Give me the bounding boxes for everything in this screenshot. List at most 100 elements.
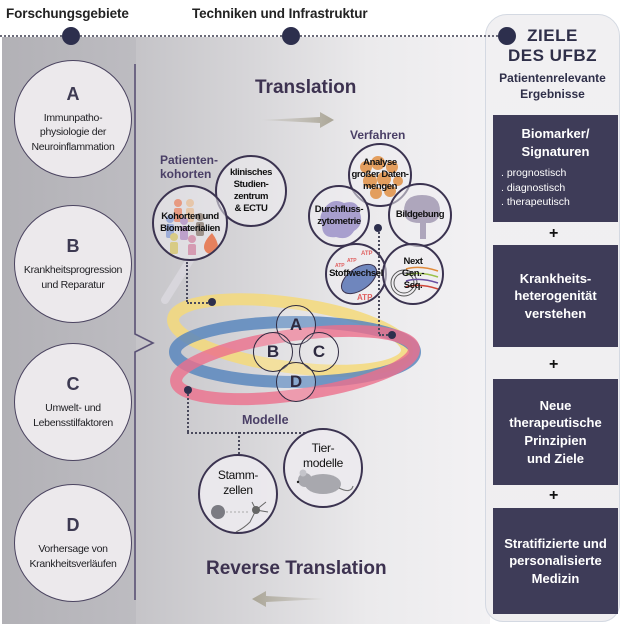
circle-label: Stamm- zellen [217,468,259,498]
goals-subtitle-line: Ergebnisse [520,86,585,101]
circle-label: klinisches Studien- zentrum & ECTU [230,167,272,215]
timeline-dot-research [62,27,80,45]
text-line: zytometrie [317,216,361,227]
dna-sequencing-icon [390,266,439,297]
text-line: mengen [362,180,398,192]
circle-label: Kohorten und Biomaterialien [160,211,220,235]
research-area-letter: D [66,515,80,536]
goal-box-title: Neue therapeutische Prinzipien und Ziele [509,397,601,467]
goal-title-line: Signaturen [521,143,590,159]
connector-dot [374,224,382,232]
research-areas-title: Forschungsgebiete [6,6,129,21]
text-line: zellen [223,483,253,497]
connector-cohorts [187,302,211,304]
timeline-line [0,35,510,37]
goal-box-title: Krankheits- heterogenität verstehen [514,270,596,323]
atp-label: ATP [335,263,345,269]
text-line: Stamm- [217,468,259,482]
circle-label: Bildgebung [395,209,445,221]
connector-cohorts [186,262,188,302]
connector-methods [379,334,391,336]
text-line: Gen.- [401,268,425,280]
reverse-translation-label: Reverse Translation [206,558,387,579]
magnifier-handle-icon [161,260,194,304]
goal-title-line: Prinzipien [524,433,587,448]
goal-list-item: . prognostisch [501,167,567,180]
goal-title-line: und Ziele [526,450,585,466]
goal-list-item: . diagnostisch [501,181,566,194]
research-area-letter: B [66,236,80,257]
metabolism-circle: ATP ATP ATP ATP Stoffwechsel [325,243,387,305]
cohorts-biomaterials-circle: Kohorten und Biomaterialien [152,185,228,261]
text-line: Krankheitsverläufen [29,557,117,570]
research-area-text: Vorhersage von Krankheitsverläufen [29,542,116,570]
animal-models-circle: Tier- modelle [283,428,363,508]
text-line: Vorhersage von [38,543,108,556]
text-line: klinisches [230,167,272,179]
mouse-icon [296,469,354,494]
flow-cytometry-circle: Durchfluss- zytometrie [308,185,370,247]
atp-label: ATP [361,251,373,257]
heading-line: Patienten- [160,153,219,167]
brain-icon [404,195,440,239]
text-line: Immunpatho- [43,112,103,125]
timeline-dot-goals [498,27,516,45]
research-area-text: Umwelt- und Lebensstilfaktoren [33,401,113,429]
connector-dot [208,298,216,306]
connector-models [238,432,240,454]
techniques-title: Techniken und Infrastruktur [192,6,368,21]
text-line: modelle [303,456,343,470]
research-area-b: B Krankheitsprogression und Reparatur [14,205,132,323]
plus-separator: + [549,356,559,373]
goal-title-line: Stratifizierte und [504,535,607,551]
research-area-d: D Vorhersage von Krankheitsverläufen [14,484,132,602]
text-line: physiologie der [39,126,107,139]
text-line: Seq. [403,279,423,291]
goal-title-line: therapeutische [509,415,602,431]
goals-title-line: ZIELE [527,26,578,45]
goals-title-line: DES UFBZ [508,45,597,65]
goal-list-item: . therapeutisch [501,196,570,209]
text-line: Durchfluss- [314,204,364,216]
data-cluster-icon [360,156,403,199]
research-area-letter: A [66,84,80,105]
text-line: Studien- [233,179,269,191]
text-line: & ECTU [234,202,268,214]
goal-title-line: personalisierte [509,553,602,569]
models-heading: Modelle [242,413,289,427]
text-line: großer Daten- [351,169,409,181]
text-line: Krankheitsprogression [23,264,123,277]
text-line: Kohorten und [161,211,219,223]
text-line: und Reparatur [41,278,105,291]
goals-subtitle: Patientenrelevante Ergebnisse [485,71,620,102]
core-circle-c: C [299,332,339,372]
connector-methods [378,228,380,334]
goal-title-line: verstehen [524,305,587,321]
research-area-a: A Immunpatho- physiologie der Neuroinfla… [14,60,132,178]
goal-box-therapeutic-principles: Neue therapeutische Prinzipien und Ziele [493,379,618,485]
research-area-c: C Umwelt- und Lebensstilfaktoren [14,343,132,461]
methods-heading: Verfahren [350,128,406,142]
goal-box-list: . prognostisch . diagnostisch . therapeu… [501,166,570,210]
goals-subtitle-line: Patientenrelevante [499,71,606,85]
clinical-study-center-circle: klinisches Studien- zentrum & ECTU [215,155,287,227]
goal-title-line: Neue [539,397,572,413]
goals-title: ZIELE DES UFBZ [485,26,620,65]
arrow-left-icon [252,591,324,607]
arrow-right-icon [262,112,334,128]
goal-title-line: Medizin [531,570,580,586]
circle-label: Tier- modelle [303,441,343,471]
people-icon [166,199,218,255]
next-gen-seq-circle: Next Gen.- Seq. [382,243,444,305]
goal-title-line: heterogenität [514,288,597,304]
circle-label: Stoffwechsel [329,268,383,280]
connector-dot [388,331,396,339]
plus-separator: + [549,487,559,504]
goal-box-personalized-medicine: Stratifizierte und personalisierte Mediz… [493,508,618,614]
text-line: Next [403,256,423,268]
stem-cell-neuron-icon [211,501,269,532]
text-line: Neuroinflammation [31,140,115,153]
text-line: Lebensstilfaktoren [33,416,113,429]
text-line: Analyse [363,157,397,169]
research-area-letter: C [66,374,80,395]
